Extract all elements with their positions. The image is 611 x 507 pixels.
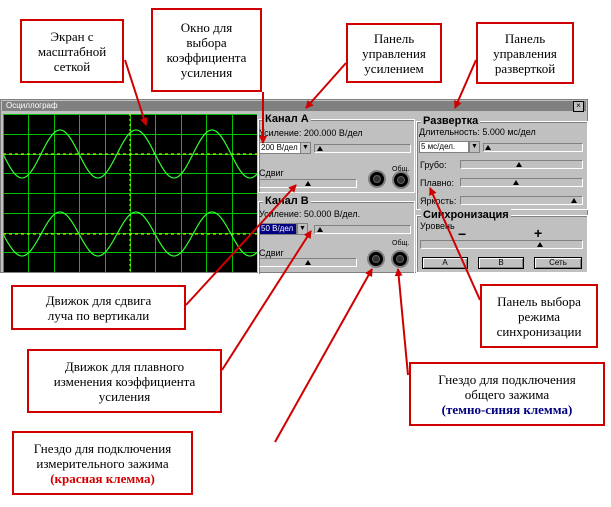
channel-b-gain-select[interactable]: 50 В/дел (259, 223, 297, 235)
channel-b-title: Канал В (263, 195, 311, 207)
sync-net-button[interactable]: Сеть (534, 257, 582, 269)
channel-b-panel (258, 201, 415, 275)
arrow-gain-panel (305, 62, 347, 109)
window-titlebar: Осциллограф × (2, 101, 586, 112)
arrow-sweep-panel (454, 59, 477, 109)
channel-a-fine-gain-slider[interactable] (314, 144, 411, 153)
slider-thumb[interactable] (317, 146, 323, 151)
close-icon[interactable]: × (573, 101, 584, 112)
sweep-duration-label: Длительность: 5.000 мс/дел (419, 127, 536, 137)
channel-a-common-label: Общ. (392, 166, 410, 173)
scope-graticule (2, 114, 258, 273)
chevron-down-icon[interactable]: ▼ (469, 141, 480, 153)
arrow-fine-slider (221, 230, 312, 371)
sweep-brightness-slider[interactable] (460, 196, 583, 205)
oscilloscope-screen (2, 114, 258, 273)
callout-common-socket: Гнездо для подключения общего зажима (те… (409, 362, 605, 426)
callout-sync-panel: Панель выбора режима синхронизации (480, 284, 598, 348)
plus-icon: + (534, 225, 543, 241)
slider-thumb[interactable] (305, 260, 311, 265)
slider-thumb[interactable] (317, 227, 323, 232)
channel-b-shift-slider[interactable] (259, 258, 357, 267)
channel-b-gain-label: Усиление: 50.000 В/дел. (259, 209, 361, 219)
callout-shift-slider: Движок для сдвига луча по вертикали (11, 285, 186, 330)
sync-a-button[interactable]: A (422, 257, 468, 269)
callout-screen: Экран с масштабной сеткой (20, 19, 124, 83)
sync-b-button[interactable]: B (478, 257, 524, 269)
slider-thumb[interactable] (485, 145, 491, 150)
sweep-brightness-label: Яркость: (420, 196, 457, 206)
channel-a-title: Канал А (263, 113, 311, 125)
sweep-duration-slider[interactable] (483, 143, 583, 152)
chevron-down-icon[interactable]: ▼ (297, 223, 308, 235)
sweep-coarse-label: Грубо: (420, 160, 447, 170)
channel-a-shift-slider[interactable] (259, 179, 357, 188)
channel-b-trace (2, 211, 258, 257)
callout-gain-panel: Панель управления усилением (346, 23, 442, 83)
arrow-screen (124, 59, 148, 126)
callout-gain-window: Окно для выбора коэффициента усиления (151, 8, 262, 92)
callout-meas-socket: Гнездо для подключения измерительного за… (12, 431, 193, 495)
channel-b-shift-label: Сдвиг (259, 248, 284, 258)
channel-a-trace (2, 129, 258, 179)
oscilloscope-window: Осциллограф × Канал А Усиление: 200.000 … (0, 99, 588, 275)
channel-a-input-socket[interactable] (368, 170, 386, 188)
sync-level-label: Уровень (420, 221, 455, 231)
slider-thumb[interactable] (305, 181, 311, 186)
chevron-down-icon[interactable]: ▼ (300, 142, 311, 154)
sweep-fine-slider[interactable] (460, 178, 583, 187)
channel-a-panel (258, 119, 415, 193)
arrow-sync-panel (429, 187, 481, 301)
callout-sweep-panel: Панель управления разверткой (476, 22, 574, 84)
slider-thumb[interactable] (513, 180, 519, 185)
channel-b-fine-gain-slider[interactable] (314, 225, 411, 234)
arrow-meas-socket (274, 268, 373, 443)
window-title: Осциллограф (6, 101, 58, 110)
sweep-duration-select[interactable]: 5 мс/дел. (419, 141, 469, 153)
channel-a-common-socket[interactable] (392, 171, 410, 189)
channel-a-gain-label: Усиление: 200.000 В/дел (259, 128, 363, 138)
channel-b-common-label: Общ. (392, 240, 410, 247)
arrow-common-socket (394, 268, 409, 376)
minus-icon: − (458, 226, 467, 242)
slider-thumb[interactable] (571, 198, 577, 203)
arrow-shift-slider (185, 184, 297, 306)
sync-level-slider[interactable] (420, 240, 583, 249)
channel-b-input-socket[interactable] (367, 250, 385, 268)
slider-thumb[interactable] (516, 162, 522, 167)
sweep-coarse-slider[interactable] (460, 160, 583, 169)
slider-thumb[interactable] (537, 242, 543, 247)
callout-fine-slider: Движок для плавного изменения коэффициен… (27, 349, 222, 413)
sweep-fine-label: Плавно: (420, 178, 454, 188)
channel-a-shift-label: Сдвиг (259, 168, 284, 178)
sweep-title: Развертка (421, 115, 481, 127)
channel-b-common-socket[interactable] (391, 250, 409, 268)
